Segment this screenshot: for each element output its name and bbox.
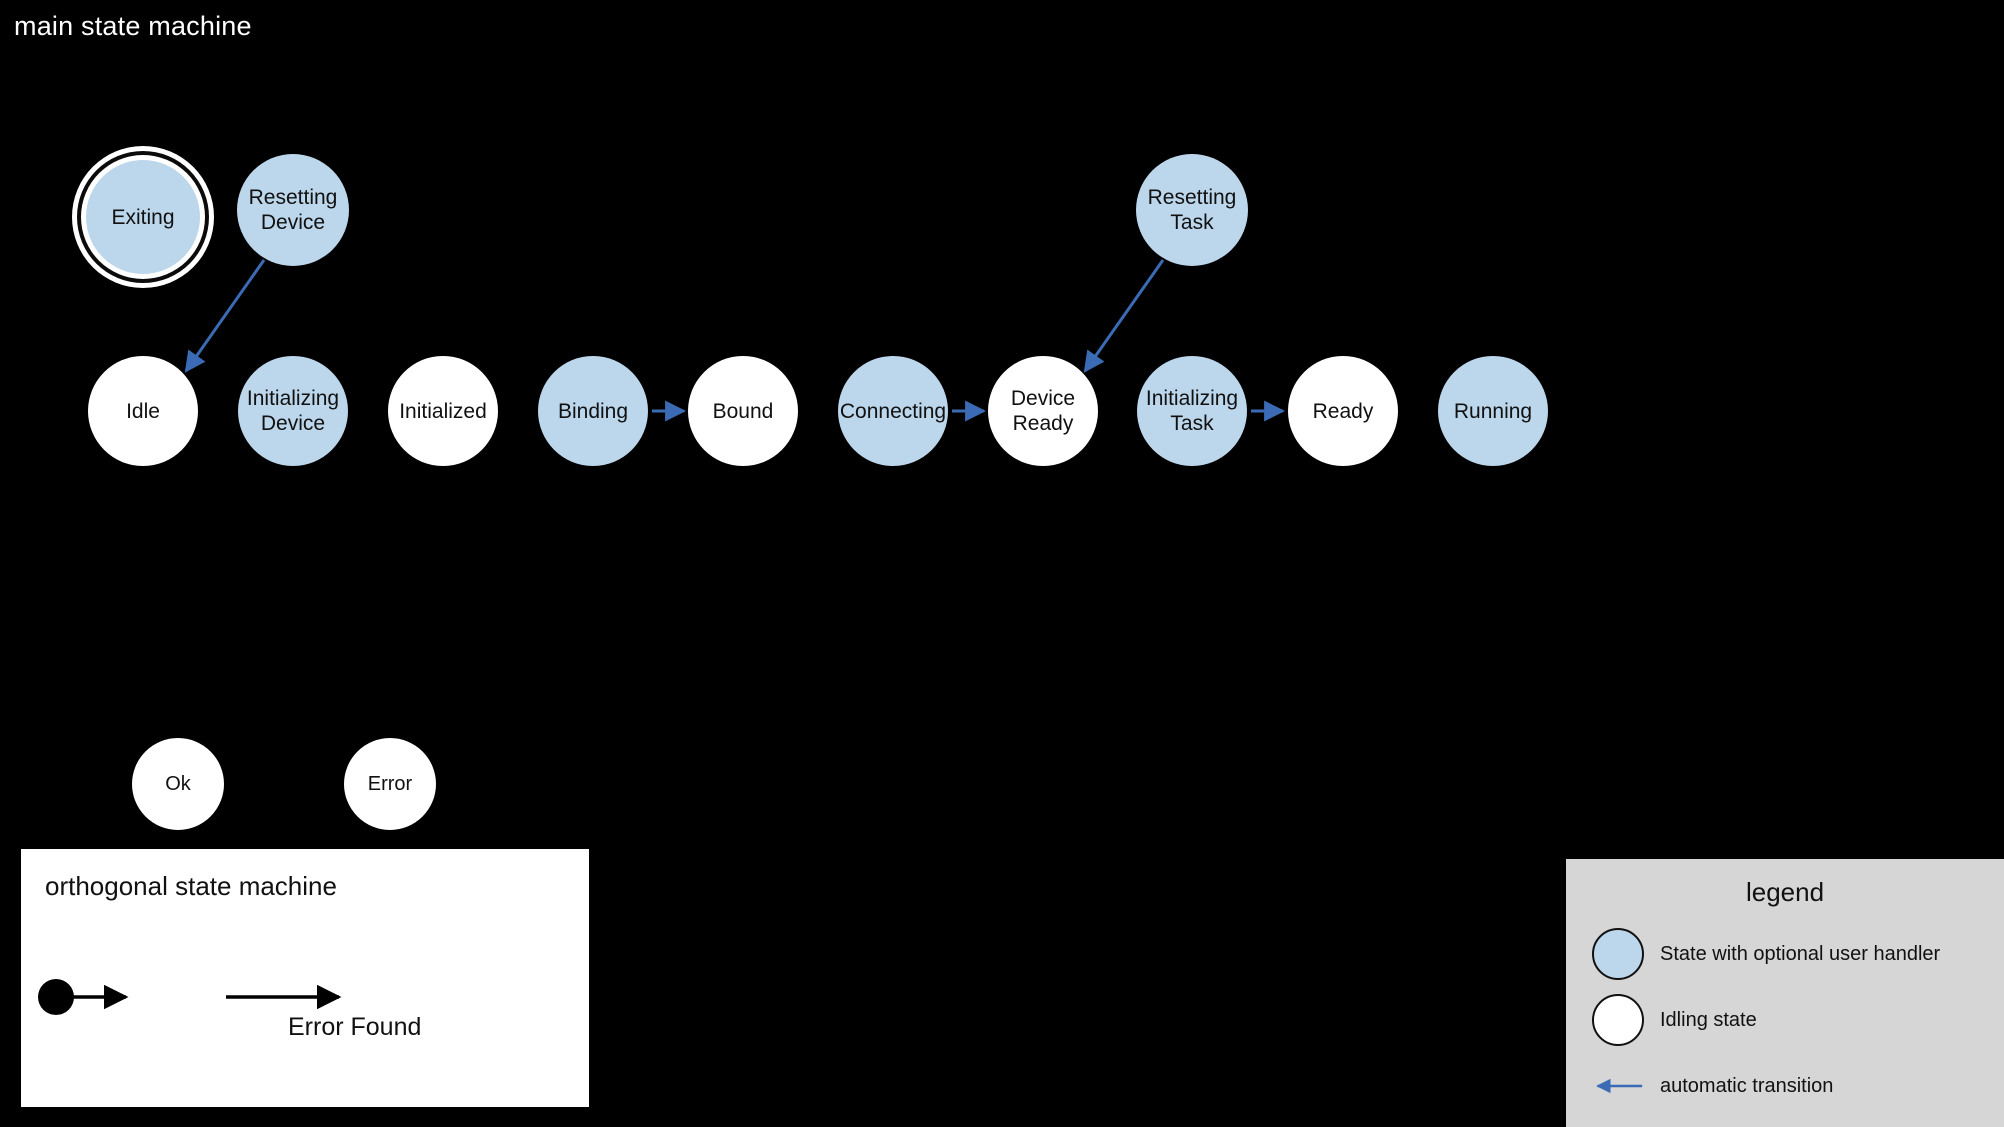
state-node-running[interactable]: Running — [1438, 356, 1548, 466]
legend-item-idling-state: Idling state — [1592, 991, 1757, 1049]
handler-state-swatch-icon — [1592, 928, 1644, 980]
state-node-resetting-device-label: Resetting Device — [248, 186, 338, 234]
legend-item-handler-state: State with optional user handler — [1592, 925, 1940, 983]
state-node-exiting[interactable]: Exiting — [86, 160, 200, 274]
idling-state-swatch-icon — [1592, 994, 1644, 1046]
state-node-connecting-label: Connecting — [839, 399, 947, 423]
orthogonal-state-machine-panel: orthogonal state machine — [21, 849, 589, 1107]
orthogonal-state-error-label: Error — [367, 772, 413, 795]
state-node-initialized[interactable]: Initialized — [388, 356, 498, 466]
orthogonal-state-ok-label: Ok — [165, 772, 191, 795]
page-title: main state machine — [14, 11, 252, 41]
state-node-binding[interactable]: Binding — [538, 356, 648, 466]
state-node-initializing-task-label: Initializing Task — [1145, 387, 1239, 435]
state-node-initializing-device-label: Initializing Device — [246, 387, 340, 435]
state-node-ready[interactable]: Ready — [1288, 356, 1398, 466]
state-node-connecting[interactable]: Connecting — [838, 356, 948, 466]
orthogonal-initial-state-dot — [38, 979, 74, 1015]
orthogonal-state-error[interactable]: Error — [342, 736, 438, 832]
state-node-exiting-label: Exiting — [111, 205, 175, 229]
legend-item-automatic-transition: automatic transition — [1592, 1057, 1833, 1115]
legend-item-idling-state-label: Idling state — [1660, 1009, 1757, 1031]
legend-title: legend — [1745, 877, 1825, 907]
orthogonal-panel-title: orthogonal state machine — [45, 871, 337, 901]
state-node-idle[interactable]: Idle — [88, 356, 198, 466]
state-node-initializing-device[interactable]: Initializing Device — [238, 356, 348, 466]
state-node-resetting-task[interactable]: Resetting Task — [1136, 154, 1248, 266]
state-node-resetting-device[interactable]: Resetting Device — [237, 154, 349, 266]
orthogonal-transition-label: Error Found — [288, 1013, 422, 1041]
state-node-resetting-task-label: Resetting Task — [1147, 186, 1237, 234]
arrow-left-icon — [1592, 1060, 1644, 1112]
orthogonal-state-ok[interactable]: Ok — [130, 736, 226, 832]
state-node-binding-label: Binding — [557, 399, 629, 423]
state-node-device-ready-label: Device Ready — [1010, 387, 1076, 435]
legend-item-handler-state-label: State with optional user handler — [1660, 943, 1941, 965]
state-node-bound[interactable]: Bound — [688, 356, 798, 466]
transition-resetting-device-to-idle — [184, 259, 266, 373]
state-node-initializing-task[interactable]: Initializing Task — [1137, 356, 1247, 466]
legend-panel: legend State with optional user handler … — [1566, 859, 2004, 1127]
state-node-ready-label: Ready — [1312, 399, 1374, 423]
legend-item-automatic-transition-label: automatic transition — [1660, 1075, 1834, 1097]
transition-resetting-task-to-device-ready — [1083, 259, 1165, 373]
state-node-device-ready[interactable]: Device Ready — [988, 356, 1098, 466]
state-node-running-label: Running — [1453, 399, 1533, 423]
state-node-idle-label: Idle — [126, 399, 160, 423]
state-node-initialized-label: Initialized — [399, 399, 487, 423]
state-node-bound-label: Bound — [712, 399, 774, 423]
